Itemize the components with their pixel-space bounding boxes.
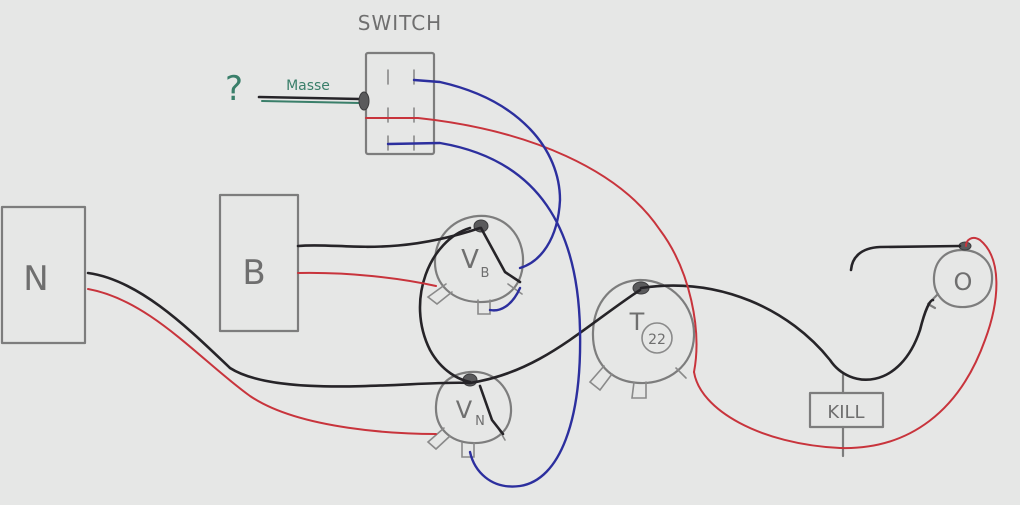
output-jack-body	[932, 248, 994, 309]
pickup-bridge: B	[218, 193, 300, 333]
blue-wire-volume-bridge-lug	[488, 286, 522, 312]
blue-wires	[386, 78, 582, 488]
pot-lug	[675, 367, 687, 379]
pickup-neck: N	[0, 205, 87, 345]
ground-wire-black	[257, 95, 362, 101]
kill-switch-body	[808, 391, 885, 429]
pickup-bridge-body	[218, 193, 300, 333]
pot-lug	[461, 442, 475, 458]
switch-solder-joint	[358, 91, 370, 111]
pickup-neck-label: N	[23, 259, 48, 299]
pot-lug	[631, 381, 647, 399]
pot-lug	[426, 283, 453, 306]
red-wire-bridge-to-volume-bridge	[297, 271, 437, 287]
ground-label: Masse	[286, 78, 330, 94]
capacitor	[641, 322, 673, 354]
red-wire-switch-to-tone	[365, 117, 698, 373]
switch-label: SWITCH	[358, 11, 442, 35]
output-jack: O	[926, 241, 994, 310]
pot-tone-label: T	[629, 308, 645, 336]
pickup-neck-body	[0, 205, 87, 345]
pot-tone-body	[591, 278, 696, 385]
switch: SWITCH	[358, 11, 442, 156]
black-wire-volume-bridge-lug	[479, 226, 522, 284]
black-wire-volume-neck-lug	[478, 384, 505, 436]
pot-volume-neck-label: V	[456, 396, 473, 424]
red-wires	[87, 117, 998, 450]
pickup-bridge-label: B	[242, 253, 265, 293]
capacitor-label: 22	[648, 332, 666, 348]
blue-wire-switch-to-volume-neck	[386, 141, 582, 488]
pot-volume-neck-body	[434, 370, 513, 445]
pot-tone: T 22	[588, 278, 696, 399]
pot-lug	[588, 365, 613, 392]
pot-volume-bridge-label: V	[461, 245, 479, 275]
kill-switch: KILL	[808, 373, 885, 458]
black-wire-tone-to-kill-to-jack	[639, 284, 935, 381]
black-wire-jack-ground	[849, 244, 962, 272]
pot-volume-bridge-subscript: B	[481, 266, 490, 281]
pot-volume-neck: V N	[426, 370, 513, 458]
black-wires	[86, 226, 962, 436]
blue-wire-switch-to-volume-bridge	[412, 78, 562, 270]
red-wire-tone-to-jack	[693, 236, 998, 450]
pot-volume-bridge: V B	[426, 214, 525, 315]
kill-switch-label: KILL	[827, 402, 864, 423]
black-wire-volume-bridge-to-volume-neck	[418, 226, 472, 384]
switch-body	[364, 51, 436, 156]
pot-lug	[477, 299, 491, 315]
red-wire-neck-to-volume-neck	[87, 288, 437, 435]
pot-lug	[426, 427, 451, 451]
black-wire-bridge-to-volume-bridge	[296, 226, 482, 249]
output-jack-label: O	[954, 268, 973, 296]
black-wire-neck-to-tone	[86, 271, 642, 388]
pot-lug	[507, 283, 523, 295]
question-mark: ?	[225, 69, 243, 109]
ground-wire-green	[261, 100, 361, 104]
pot-volume-neck-subscript: N	[475, 414, 485, 429]
ground-wire: ? Masse	[225, 69, 370, 111]
